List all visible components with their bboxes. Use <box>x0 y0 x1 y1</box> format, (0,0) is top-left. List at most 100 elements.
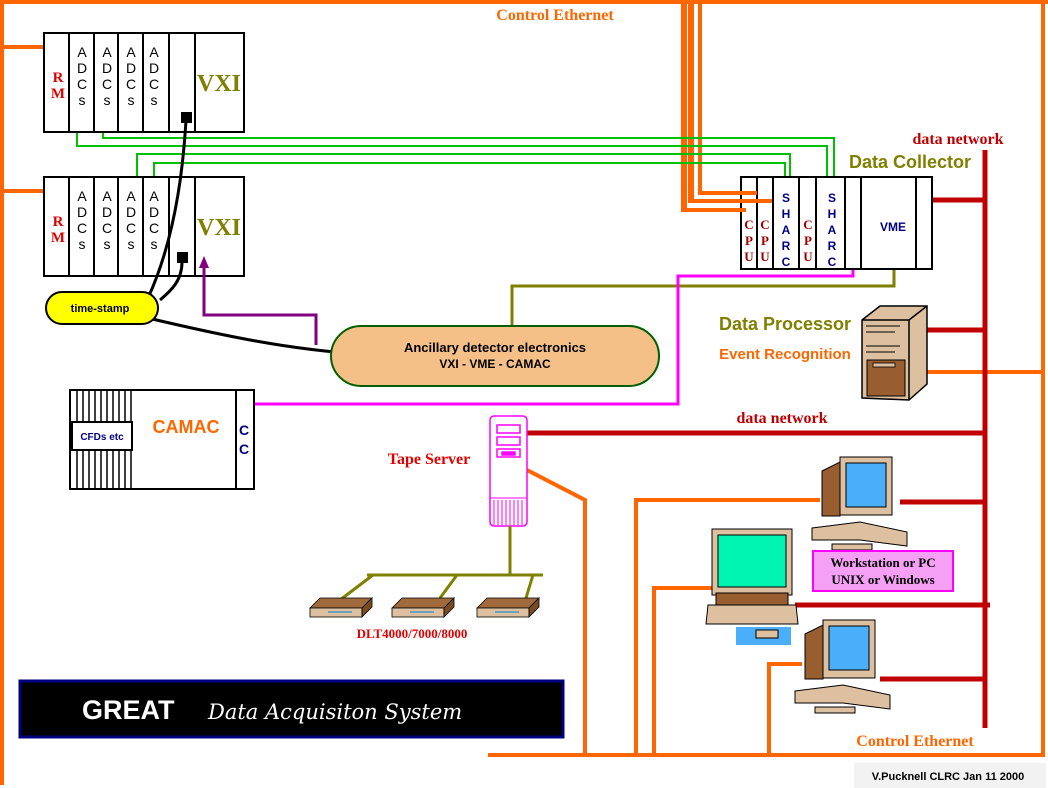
tape-drive-icon <box>391 597 455 618</box>
workstation-icon-2 <box>705 528 799 645</box>
adc-letter: A <box>77 188 87 204</box>
camac-crate: CFDs etc CAMAC C C <box>69 389 255 490</box>
data-processor-label: Data Processor <box>719 314 851 334</box>
vxi-label: VXI <box>197 215 241 241</box>
adc-letter: C <box>149 76 159 92</box>
sharc-module-letter: R <box>782 239 791 253</box>
adc-letter: D <box>102 204 112 220</box>
adc-letter: C <box>77 220 87 236</box>
credit-label: V.Pucknell CLRC Jan 11 2000 <box>872 771 1024 783</box>
sharc-module-letter: A <box>782 223 791 237</box>
adc-letter: D <box>149 204 159 220</box>
adc-letter: s <box>104 236 111 252</box>
title-sub: Data Acquisiton System <box>207 700 462 724</box>
adc-letter: C <box>102 76 112 92</box>
control-ethernet-label: Control Ethernet <box>496 7 614 24</box>
data-network-lines <box>527 150 990 728</box>
adc-letter: s <box>79 236 86 252</box>
data-collector-label: Data Collector <box>849 152 971 172</box>
adc-letter: A <box>126 188 136 204</box>
rm-label: M <box>51 230 65 246</box>
adc-letter: D <box>102 60 112 76</box>
ancillary-label: Ancillary detector electronics <box>404 340 586 355</box>
cc-label: C <box>239 441 249 457</box>
sharc-module-letter: H <box>828 207 837 221</box>
adc-letter: s <box>128 236 135 252</box>
cpu-module-letter: U <box>803 249 813 264</box>
adc-letter: s <box>151 236 158 252</box>
sharc-module-letter: C <box>782 255 791 269</box>
adc-letter: s <box>151 92 158 108</box>
control-ethernet-label: Control Ethernet <box>856 733 974 750</box>
adc-letter: D <box>126 204 136 220</box>
adc-letter: A <box>149 188 159 204</box>
server-tower-icon <box>861 305 928 401</box>
cpu-module-letter: P <box>761 233 769 248</box>
adc-letter: C <box>126 220 136 236</box>
credit-box <box>854 763 1046 788</box>
workstation-sublabel: UNIX or Windows <box>831 572 934 587</box>
ancillary-electronics: Ancillary detector electronics VXI - VME… <box>330 325 660 387</box>
connector-port <box>177 252 188 263</box>
adc-letter: D <box>77 60 87 76</box>
cpu-module-letter: U <box>744 249 754 264</box>
time-stamp-module: time-stamp <box>45 291 159 325</box>
adc-letter: s <box>79 92 86 108</box>
workstation-icon-3 <box>794 619 891 714</box>
adc-letter: C <box>149 220 159 236</box>
sharc-module-letter: R <box>828 239 837 253</box>
camac-label: CAMAC <box>153 417 220 437</box>
cpu-module-letter: P <box>745 233 753 248</box>
rm-label: R <box>53 70 64 86</box>
data-network-label: data network <box>736 410 827 427</box>
cpu-module-letter: C <box>760 217 769 232</box>
adc-letter: C <box>126 76 136 92</box>
connector-port <box>181 112 192 123</box>
adc-letter: D <box>126 60 136 76</box>
tape-drive-icon <box>309 597 373 618</box>
workstation-label: Workstation or PC <box>830 555 935 570</box>
tape-server-icon <box>489 415 528 527</box>
workstation-caption: Workstation or PC UNIX or Windows <box>812 550 954 592</box>
title-main: GREAT <box>82 695 175 725</box>
rm-label: M <box>51 86 65 102</box>
adc-letter: D <box>149 60 159 76</box>
adc-letter: A <box>77 44 87 60</box>
event-recognition-label: Event Recognition <box>719 346 851 363</box>
adc-letter: A <box>102 188 112 204</box>
adc-letter: A <box>102 44 112 60</box>
vxi-label: VXI <box>197 71 241 97</box>
sharc-module-letter: C <box>828 255 837 269</box>
purple-link <box>199 256 318 345</box>
tape-drive-icon <box>476 597 540 618</box>
rm-label: R <box>53 214 64 230</box>
cc-label: C <box>239 422 249 438</box>
tape-server-label: Tape Server <box>388 451 471 468</box>
title-banner: GREAT Data Acquisiton System <box>18 679 565 739</box>
vme-label: VME <box>880 220 906 234</box>
cfds-label: CFDs etc <box>80 432 124 443</box>
sharc-module-letter: H <box>782 207 791 221</box>
cpu-module-letter: P <box>804 233 812 248</box>
workstation-icon-1 <box>811 456 908 551</box>
tape-bus <box>339 526 543 602</box>
adc-letter: s <box>104 92 111 108</box>
time-stamp-label: time-stamp <box>71 303 130 315</box>
cpu-module-letter: U <box>760 249 770 264</box>
adc-letter: D <box>77 204 87 220</box>
data-network-label: data network <box>912 131 1003 148</box>
adc-letter: A <box>149 44 159 60</box>
sharc-module-letter: A <box>828 223 837 237</box>
adc-letter: C <box>102 220 112 236</box>
adc-letter: A <box>126 44 136 60</box>
